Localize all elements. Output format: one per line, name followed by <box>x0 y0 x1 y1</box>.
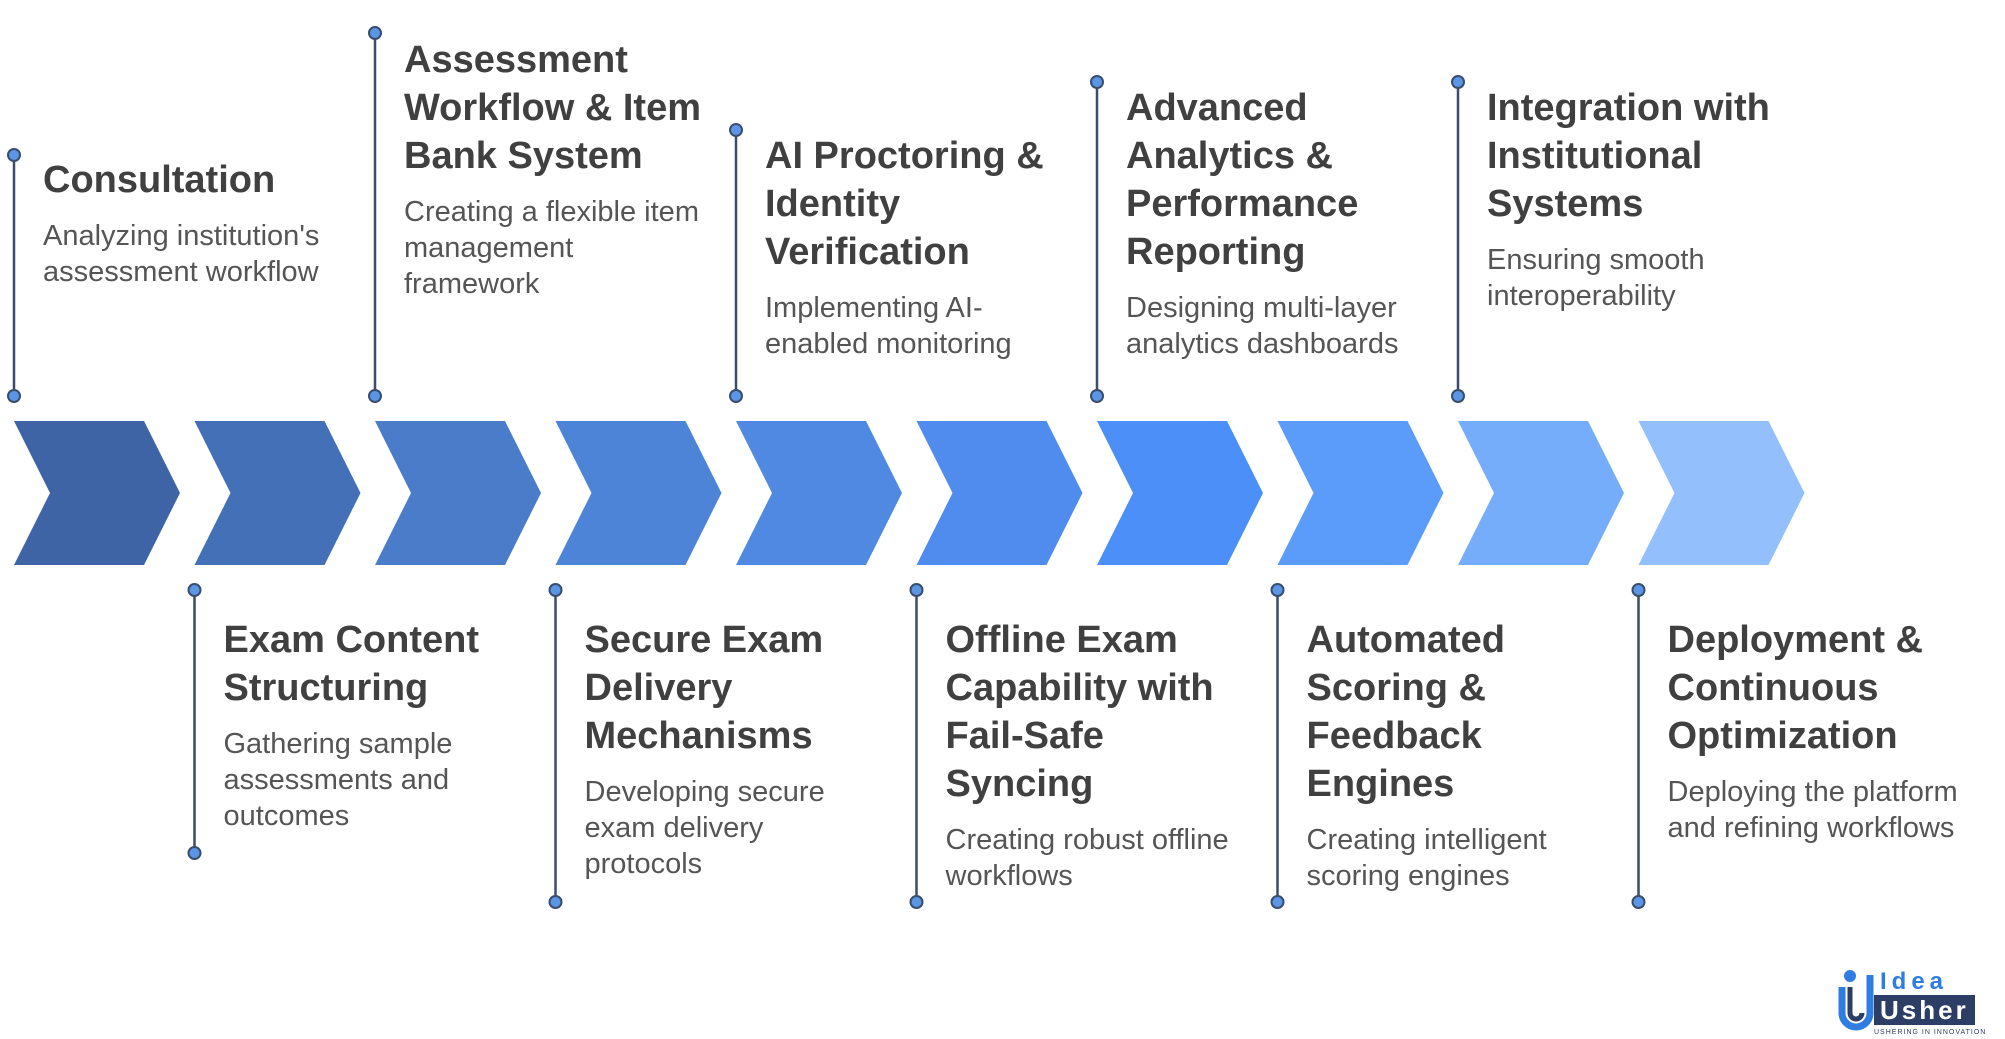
logo-mark-icon <box>1838 970 1874 1031</box>
connector-dot-1-end <box>7 389 21 403</box>
connector-dot-10-end <box>1631 895 1646 909</box>
step-title: Consultation <box>43 159 276 201</box>
step-title: Assessment Workflow & Item Bank System <box>404 39 701 177</box>
connector-dot-3-start <box>368 26 382 40</box>
logo-word-idea: Idea <box>1880 968 1949 995</box>
chevron-1 <box>14 421 180 565</box>
connector-dot-5-end <box>729 389 743 403</box>
logo-word-usher: Usher <box>1874 995 1975 1025</box>
connector-dot-2-end <box>187 846 202 860</box>
connector-dot-10-start <box>1631 583 1646 597</box>
chevron-8 <box>1277 421 1444 565</box>
connector-dot-1-start <box>7 148 21 162</box>
chevron-7 <box>1097 421 1263 565</box>
chevron-9 <box>1458 421 1624 565</box>
step-title: Integration with Institutional Systems <box>1487 87 1770 225</box>
step-title: Offline Exam Capability with Fail-Safe S… <box>945 619 1214 805</box>
step-description: Creating a flexible item management fram… <box>404 196 699 300</box>
connector-dot-2-start <box>187 583 202 597</box>
step-7: Advanced Analytics & Performance Reporti… <box>1126 84 1426 362</box>
connector-dot-6-start <box>909 583 924 597</box>
step-title: Exam Content Structuring <box>223 619 479 709</box>
connector-dot-4-start <box>548 583 563 597</box>
connector-dot-8-start <box>1270 583 1285 597</box>
step-description: Deploying the platform and refining work… <box>1667 776 1958 844</box>
step-description: Creating intelligent scoring engines <box>1306 824 1547 892</box>
chevron-2 <box>194 421 361 565</box>
step-title: Advanced Analytics & Performance Reporti… <box>1126 87 1359 273</box>
chevron-4 <box>555 421 722 565</box>
step-description: Designing multi-layer analytics dashboar… <box>1126 292 1399 360</box>
connector-dot-9-start <box>1451 75 1465 89</box>
step-title: Secure Exam Delivery Mechanisms <box>584 619 824 757</box>
idea-usher-logo: Idea Usher USHERING IN INNOVATION <box>1836 967 2001 1039</box>
connector-dot-9-end <box>1451 389 1465 403</box>
chevron-6 <box>916 421 1083 565</box>
connector-dot-6-end <box>909 895 924 909</box>
step-description: Analyzing institution's assessment workf… <box>43 220 320 288</box>
step-description: Developing secure exam delivery protocol… <box>584 776 825 880</box>
step-title: AI Proctoring & Identity Verification <box>765 135 1044 273</box>
connector-dot-3-end <box>368 389 382 403</box>
connector-dot-5-start <box>729 123 743 137</box>
chevron-5 <box>736 421 902 565</box>
logo-tagline: USHERING IN INNOVATION <box>1874 1029 1987 1036</box>
connector-dot-7-start <box>1090 75 1104 89</box>
connector-dot-8-end <box>1270 895 1285 909</box>
step-description: Implementing AI-enabled monitoring <box>765 292 1012 360</box>
step-description: Creating robust offline workflows <box>945 824 1229 892</box>
connector-dot-4-end <box>548 895 563 909</box>
chevron-10 <box>1638 421 1805 565</box>
step-6: Offline Exam Capability with Fail-Safe S… <box>946 616 1241 894</box>
step-description: Ensuring smooth interoperability <box>1487 244 1705 312</box>
step-title: Deployment & Continuous Optimization <box>1667 619 1923 757</box>
step-description: Gathering sample assessments and outcome… <box>223 728 453 832</box>
connector-dot-7-end <box>1090 389 1104 403</box>
step-title: Automated Scoring & Feedback Engines <box>1306 619 1505 805</box>
chevron-3 <box>375 421 541 565</box>
